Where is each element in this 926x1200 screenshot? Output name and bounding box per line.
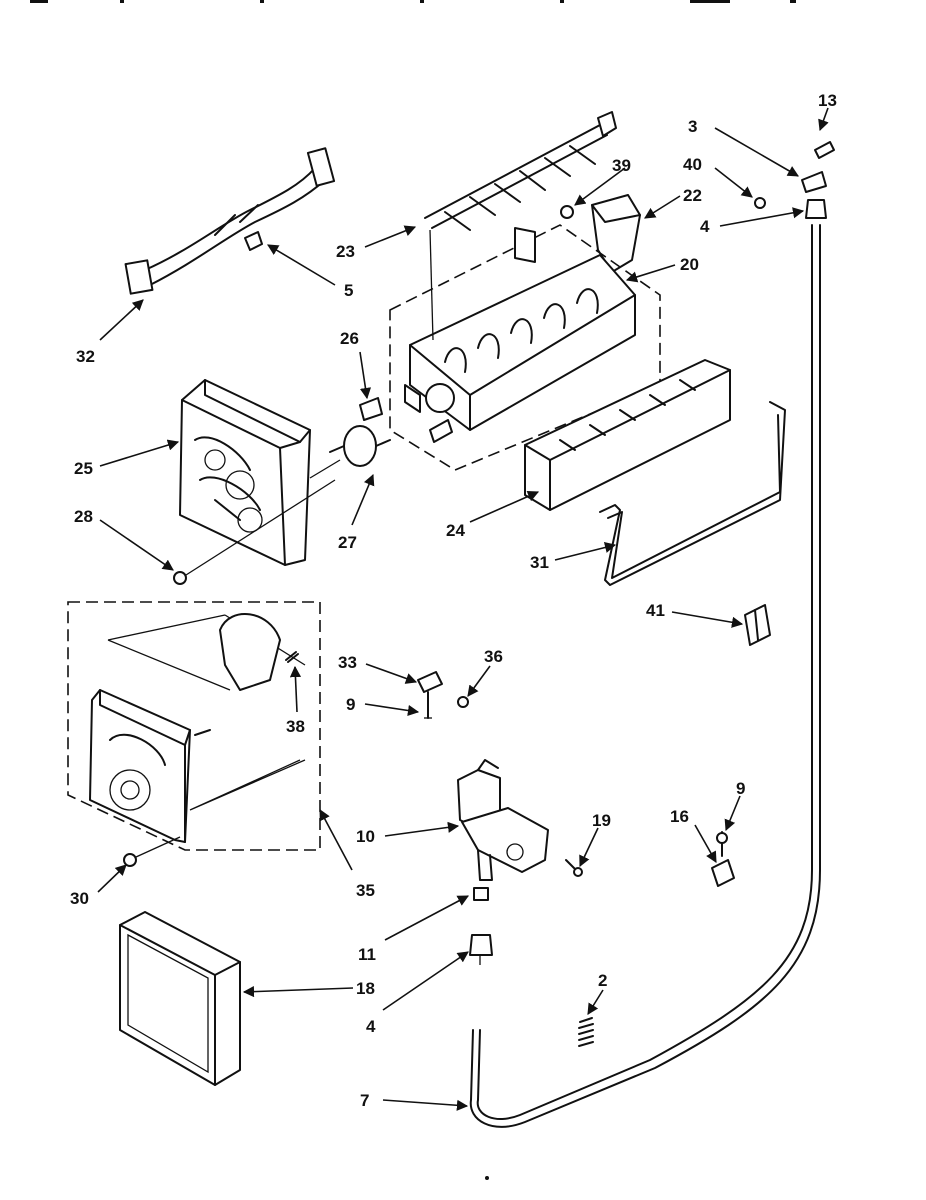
callout-10: 10 [356,827,375,846]
callout-30: 30 [70,889,89,908]
thermostat-part [329,425,391,467]
callout-labels: 13 3 40 4 39 22 23 20 5 32 26 25 27 28 2… [70,91,837,1110]
callout-32: 32 [76,347,95,366]
screw-19-part [565,859,583,877]
callout-5: 5 [344,281,353,300]
water-tube-part [469,224,821,1128]
screw-30-part [123,836,181,867]
ferrule-and-nut-part [469,887,493,965]
callout-39: 39 [612,156,631,175]
callout-2: 2 [598,971,607,990]
retainer-clip-part [744,604,771,646]
callout-3: 3 [688,117,697,136]
callout-4-bottom: 4 [366,1017,376,1036]
top-edge-marks [30,0,796,3]
callout-41: 41 [646,601,665,620]
control-housing-part [179,379,311,566]
callout-13: 13 [818,91,837,110]
screw-28-part [173,479,336,585]
callout-24: 24 [446,521,465,540]
callout-22: 22 [683,186,702,205]
callout-18: 18 [356,979,375,998]
callout-26: 26 [340,329,359,348]
scan-dot [485,1176,489,1180]
callout-23: 23 [336,242,355,261]
spring-part [578,1017,594,1047]
mold-cover-part [524,359,731,511]
callout-25: 25 [74,459,93,478]
callout-33: 33 [338,653,357,672]
tube-clamp-part [711,831,735,887]
water-valve-part [457,759,549,881]
ice-mold-part [389,224,661,471]
inlet-fittings-part [754,141,835,219]
callout-36: 36 [484,647,503,666]
callout-leaders [97,107,829,1111]
callout-40: 40 [683,155,702,174]
assembly-lines [309,229,434,479]
parts-box-part [119,911,241,1086]
fill-cup-part [591,194,641,273]
motor-assembly-part [67,601,321,851]
screw-39-part [560,205,574,219]
harness-clip-part [244,231,263,251]
ejector-part [424,111,617,231]
callout-4-top: 4 [700,217,710,236]
switch-part [359,397,383,421]
callout-20: 20 [680,255,699,274]
shutoff-arm-part [599,401,786,586]
callout-38: 38 [286,717,305,736]
callout-31: 31 [530,553,549,572]
callout-19: 19 [592,811,611,830]
callout-35: 35 [356,881,375,900]
valve-bracket-part [417,671,469,719]
callout-27: 27 [338,533,357,552]
callout-9-right: 9 [736,779,745,798]
callout-16: 16 [670,807,689,826]
callout-11: 11 [358,945,376,964]
screw-38-part [285,651,299,663]
callout-7: 7 [360,1091,369,1110]
wire-harness-part [124,147,336,295]
callout-9-left: 9 [346,695,355,714]
callout-28: 28 [74,507,93,526]
